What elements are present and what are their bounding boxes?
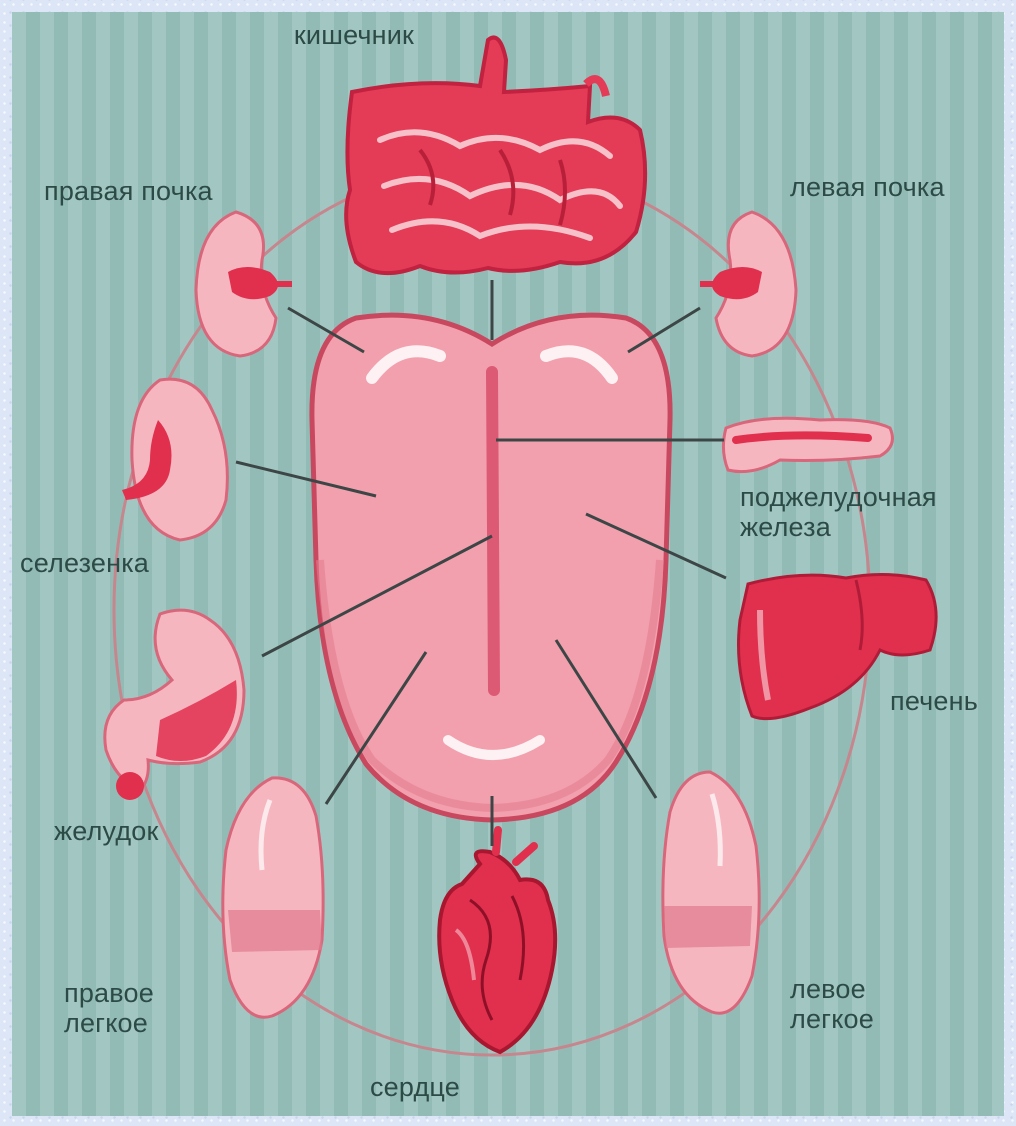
label-pancreas: поджелудочная железа <box>740 482 937 542</box>
label-heart: сердце <box>340 1072 490 1102</box>
label-left-lung-line2: легкое <box>790 1004 874 1034</box>
right-lung-icon <box>223 778 323 1017</box>
left-lung-icon <box>663 772 759 1013</box>
label-pancreas-line2: железа <box>740 512 937 542</box>
label-left-lung: левое легкое <box>790 974 874 1034</box>
label-intestine: кишечник <box>264 20 444 50</box>
label-right-lung-line1: правое <box>64 978 154 1008</box>
label-left-lung-line1: левое <box>790 974 874 1004</box>
spleen-icon <box>122 379 227 540</box>
label-stomach: желудок <box>54 816 159 846</box>
label-right-kidney: правая почка <box>44 176 213 206</box>
label-right-lung: правое легкое <box>64 978 154 1038</box>
label-right-lung-line2: легкое <box>64 1008 154 1038</box>
stomach-icon <box>105 610 244 800</box>
label-liver: печень <box>890 686 978 716</box>
intestine-icon <box>346 38 645 274</box>
label-pancreas-line1: поджелудочная <box>740 482 937 512</box>
left-kidney-icon <box>700 212 796 356</box>
heart-icon <box>439 830 555 1052</box>
pancreas-icon <box>723 418 892 471</box>
label-left-kidney: левая почка <box>790 172 945 202</box>
label-spleen: селезенка <box>20 548 149 578</box>
right-kidney-icon <box>196 212 292 356</box>
